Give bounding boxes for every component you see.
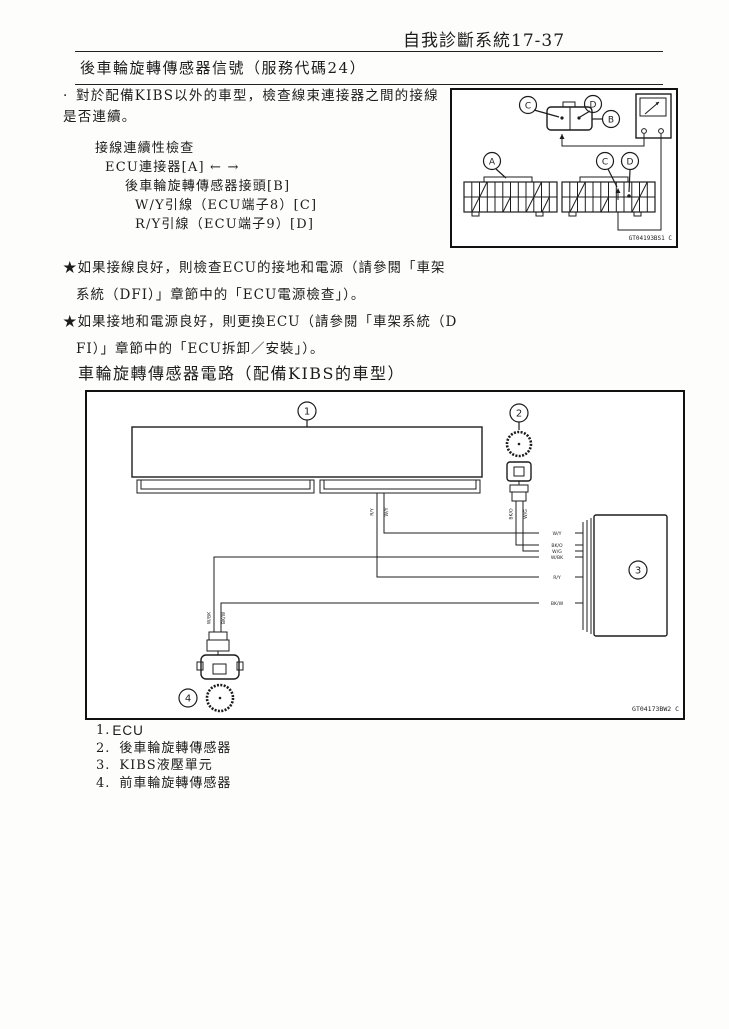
legend-item-front-sensor: 4. 前車輪旋轉傳感器 <box>96 775 232 791</box>
multimeter-icon <box>635 93 672 139</box>
figure2-callouts <box>178 401 648 708</box>
kibs-pin-label-wg: W/G <box>552 549 562 555</box>
check-row-ecu-connector: ECU連接器[A] ← → <box>105 160 240 175</box>
star-bullet: ★ <box>63 314 78 330</box>
legend-item-kibs-unit: 3. KIBS液壓單元 <box>96 758 213 773</box>
kibs-pin-label-ry: R/Y <box>553 575 561 581</box>
check-title: 接線連續性檢查 <box>95 141 195 156</box>
continuity-test-diagram: C D B A C D GT04193BS1 C <box>463 93 673 242</box>
callout-2-rear-sensor: 2 <box>516 409 522 420</box>
check-row-wy-lead: W/Y引線（ECU端子8）[C] <box>135 198 318 213</box>
ecu-connector-grid-left <box>463 176 558 217</box>
star-bullet: ★ <box>63 260 78 276</box>
callout-c-bottom: C <box>602 158 608 168</box>
callout-1-ecu: 1 <box>304 407 310 418</box>
test-lead-wires <box>559 134 662 231</box>
page-header-title: 自我診斷系統17-37 <box>403 31 566 51</box>
ecu-wire-label-ry: R/Y <box>370 508 376 516</box>
intro-text: · 對於配備KIBS以外的車型，檢查線束連接器之間的接線 是否連續。 接線連續性… <box>63 86 443 234</box>
check-row-ry-lead: R/Y引線（ECU端子9）[D] <box>135 217 315 232</box>
front-sensor-wire-label-wbk: W/BK <box>207 611 213 624</box>
front-wheel-sensor <box>196 631 244 713</box>
figure1-part-number: GT04193BS1 C <box>629 235 673 242</box>
diagnostic-notes: ★如果接線良好，則檢查ECU的接地和電源（請參閱「車架 系統（DFI）」章節中的… <box>63 255 483 363</box>
callout-4-front-sensor: 4 <box>185 694 191 705</box>
legend-item-ecu: 1. ECU <box>96 723 144 738</box>
front-sensor-wire-label-bkw: BK/W <box>221 611 227 624</box>
callout-3-kibs: 3 <box>635 566 641 577</box>
ecu-connector-grid-right <box>561 176 656 217</box>
callout-b: B <box>608 116 614 126</box>
section-title-block: 後車輪旋轉傳感器信號（服務代碼24） <box>75 51 663 85</box>
rear-sensor-wire-label-wg: W/G <box>523 509 529 519</box>
intro-line-1: · 對於配備KIBS以外的車型，檢查線束連接器之間的接線 <box>63 88 439 104</box>
circuit-heading: 車輪旋轉傳感器電路（配備KIBS的車型） <box>78 364 405 383</box>
kibs-pin-label-wbk: W/BK <box>551 555 564 561</box>
figure-sensor-circuit: 1 2 3 4 R/Y W/Y BK/O W/G W/BK BK/W W/Y B… <box>85 390 685 720</box>
callout-c-top: C <box>525 102 531 112</box>
sensor-circuit-diagram: 1 2 3 4 R/Y W/Y BK/O W/G W/BK BK/W W/Y B… <box>131 401 679 713</box>
rear-sensor-wire-label-bko: BK/O <box>509 508 515 520</box>
note-replace-ecu: ★如果接地和電源良好，則更換ECU（請參閱「車架系統（D FI）」章節中的「EC… <box>63 314 458 357</box>
ecu-wire-label-wy: W/Y <box>384 507 390 516</box>
kibs-pin-label-bkw: BK/W <box>551 601 564 607</box>
figure-continuity-test: C D B A C D GT04193BS1 C <box>450 88 678 248</box>
legend-item-rear-sensor: 2. 後車輪旋轉傳感器 <box>96 740 232 756</box>
callout-a: A <box>489 158 496 168</box>
section-title: 後車輪旋轉傳感器信號（服務代碼24） <box>80 59 367 77</box>
bullet-dot: · <box>63 88 69 104</box>
continuity-check-list: 接線連續性檢查 ECU連接器[A] ← → 後車輪旋轉傳感器接頭[B] W/Y引… <box>63 139 443 234</box>
figure2-part-number: GT04173BW2 C <box>632 705 679 713</box>
kibs-unit-box <box>582 514 668 637</box>
ecu-box <box>131 420 483 494</box>
figure1-callouts <box>482 94 640 193</box>
harness-wires <box>213 493 583 632</box>
callout-d-top: D <box>590 101 597 111</box>
rear-wheel-sensor <box>505 422 533 502</box>
kibs-pin-label-bko: BK/O <box>551 543 563 549</box>
callout-d-bottom: D <box>627 158 634 168</box>
note-check-power: ★如果接線良好，則檢查ECU的接地和電源（請參閱「車架 系統（DFI）」章節中的… <box>63 260 446 303</box>
kibs-pin-label-wy: W/Y <box>553 531 562 537</box>
intro-line-2: 是否連續。 <box>63 109 137 125</box>
figure-legend: 1. ECU 2. 後車輪旋轉傳感器 3. KIBS液壓單元 4. 前車輪旋轉傳… <box>96 722 231 792</box>
check-row-rear-sensor: 後車輪旋轉傳感器接頭[B] <box>125 179 291 194</box>
